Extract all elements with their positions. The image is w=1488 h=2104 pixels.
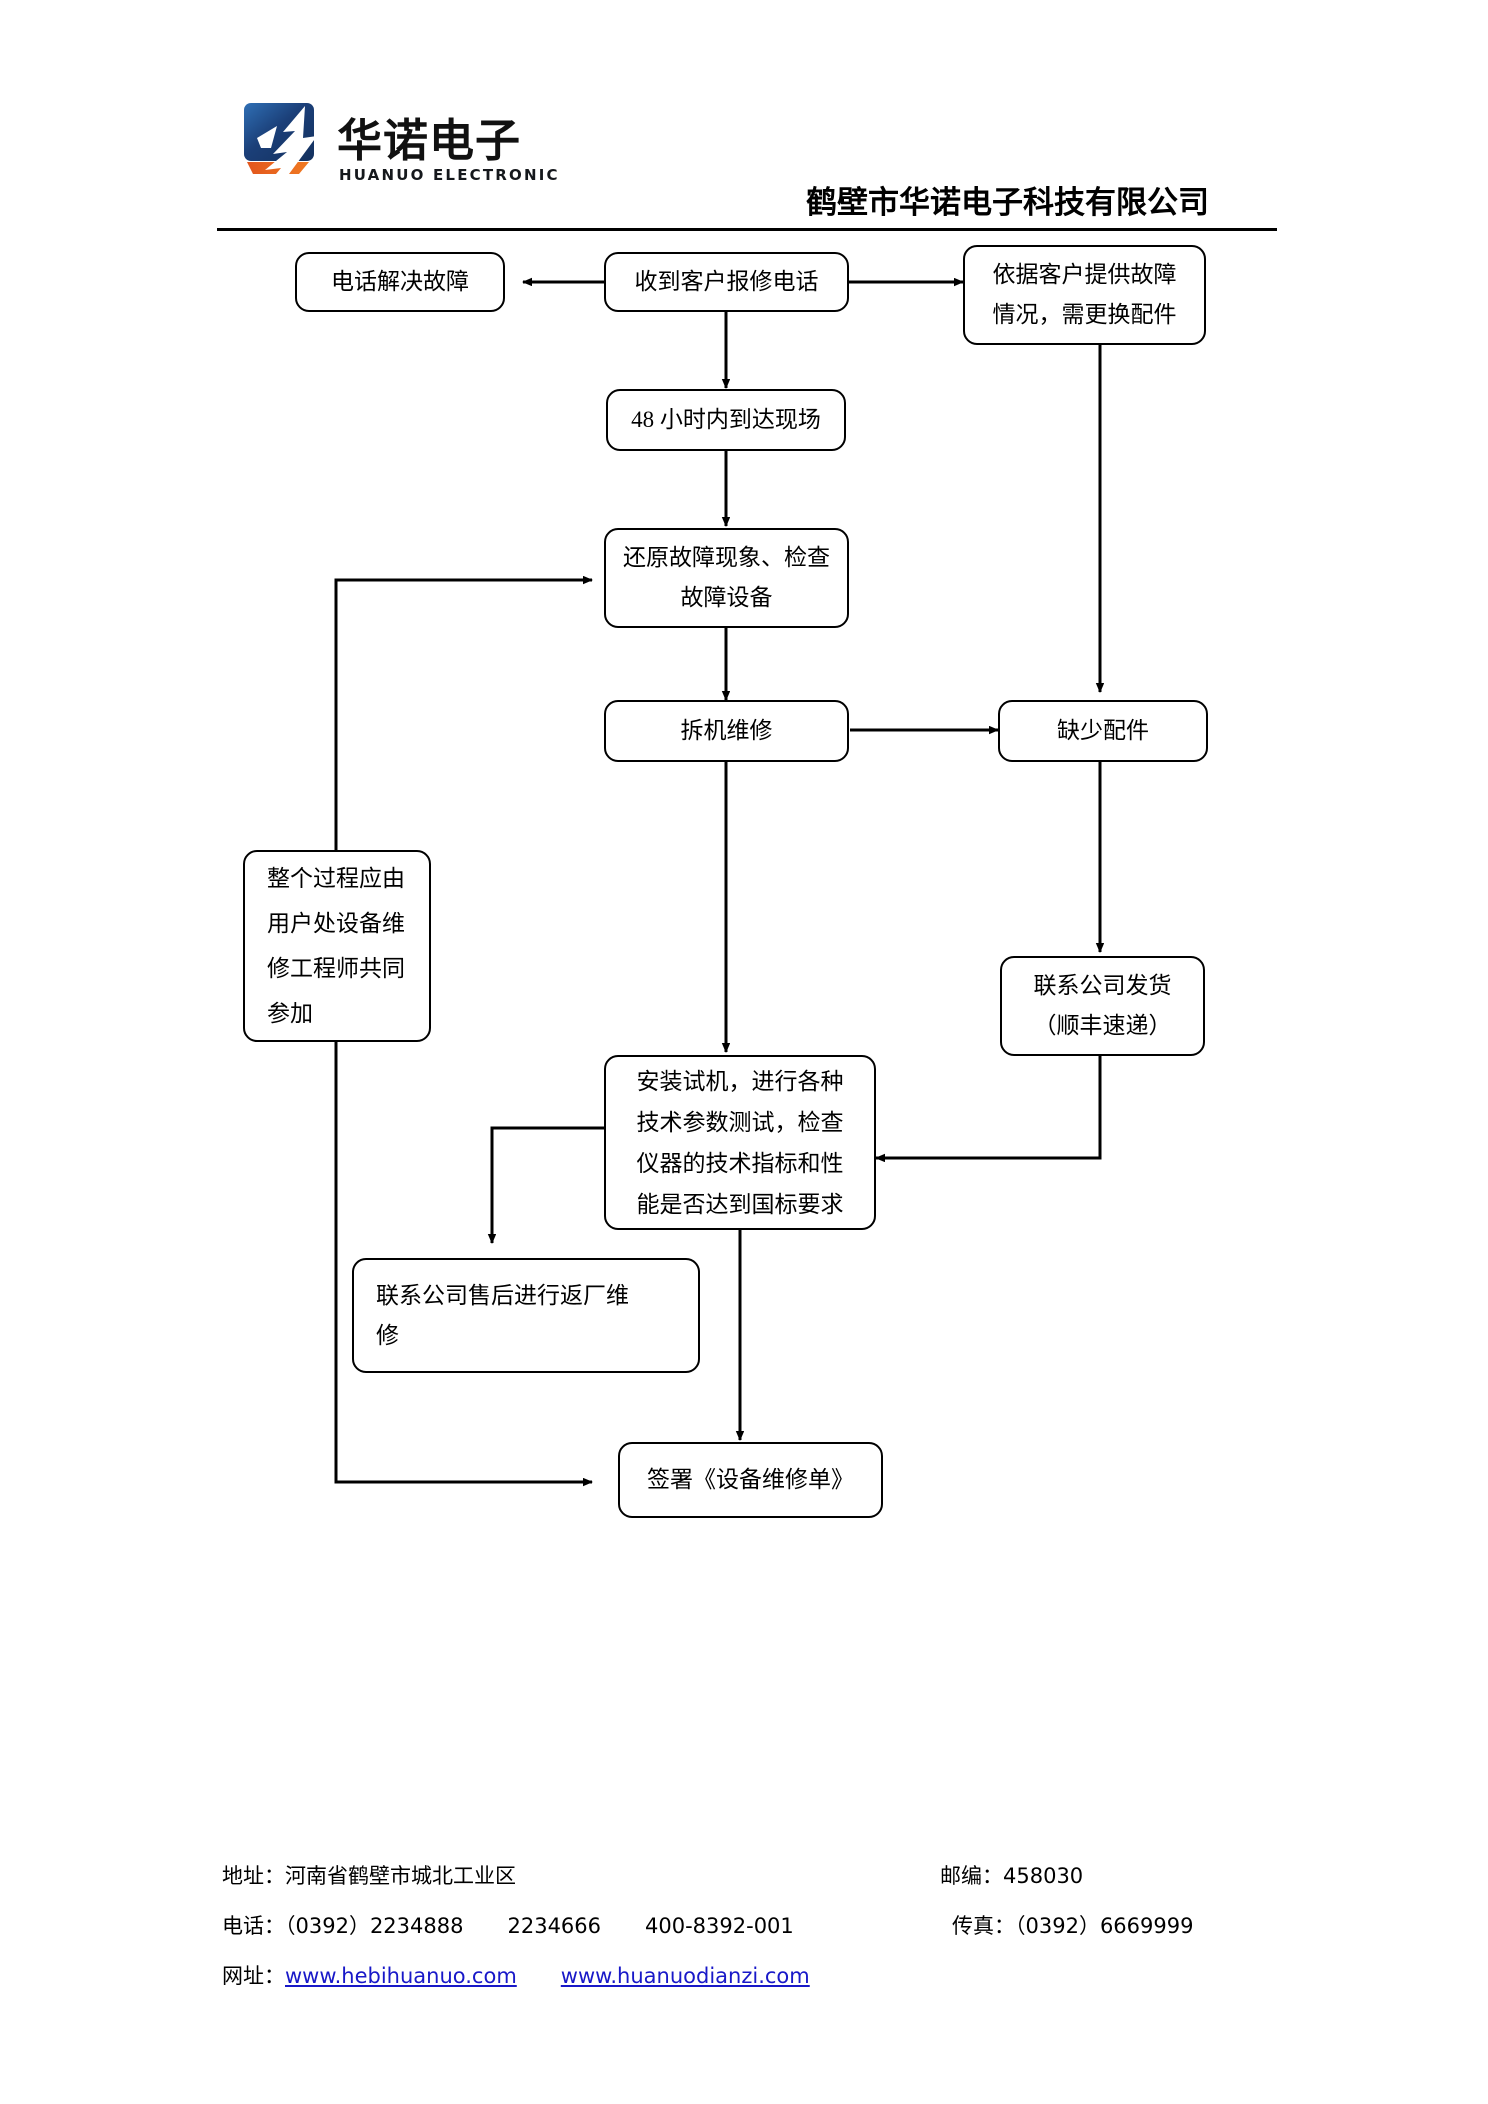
footer-row-website: 网址：www.hebihuanuo.com www.huanuodianzi.co… (0, 1960, 1488, 2010)
node-factory-repair: 联系公司售后进行返厂维 修 (352, 1258, 700, 1373)
node-label: 依据客户提供故障 情况，需更换配件 (992, 262, 1177, 327)
node-arrive-48h: 48 小时内到达现场 (606, 389, 846, 451)
footer-row-address: 地址：河南省鹤壁市城北工业区 邮编：458030 (0, 1860, 1488, 1910)
node-label: 整个过程应由 用户处设备维 修工程师共同 参加 (267, 866, 405, 1026)
website-link-1[interactable]: www.hebihuanuo.com (285, 1964, 517, 1988)
logo-english-name: HUANUO ELECTRONIC (339, 166, 560, 184)
node-label: 联系公司发货 （顺丰速递） (1033, 973, 1172, 1038)
website-label: 网址： (222, 1964, 285, 1988)
node-label: 收到客户报修电话 (634, 269, 819, 294)
node-label: 缺少配件 (1057, 718, 1149, 743)
node-label: 联系公司售后进行返厂维 修 (376, 1282, 629, 1348)
node-company-shipping: 联系公司发货 （顺丰速递） (1000, 956, 1205, 1056)
node-restore-fault: 还原故障现象、检查 故障设备 (604, 528, 849, 628)
node-label: 签署《设备维修单》 (647, 1467, 854, 1492)
node-phone-resolve: 电话解决故障 (295, 252, 505, 312)
node-need-parts: 依据客户提供故障 情况，需更换配件 (963, 245, 1206, 345)
phone-number-3: 400-8392-001 (645, 1914, 794, 1938)
node-install-test: 安装试机，进行各种 技术参数测试，检查 仪器的技术指标和性 能是否达到国标要求 (604, 1055, 876, 1230)
phone-line: 电话：（0392）2234888 2234666 400-8392-001 (222, 1910, 794, 1940)
node-label: 电话解决故障 (331, 269, 469, 294)
website-line: 网址：www.hebihuanuo.com www.huanuodianzi.co… (222, 1960, 810, 1990)
node-missing-parts: 缺少配件 (998, 700, 1208, 762)
service-flowchart: 电话解决故障 收到客户报修电话 依据客户提供故障 情况，需更换配件 48 小时内… (243, 245, 1208, 1518)
node-label: 48 小时内到达现场 (631, 407, 821, 432)
fax-line: 传真：（0392）6669999 (952, 1910, 1193, 1940)
address-label: 地址： (222, 1864, 285, 1888)
node-disassemble-repair: 拆机维修 (604, 700, 849, 762)
fax-value: （0392）6669999 (1015, 1914, 1194, 1938)
page-footer: 地址：河南省鹤壁市城北工业区 邮编：458030 电话：（0392）223488… (0, 1860, 1488, 2010)
header-divider (217, 228, 1277, 231)
page-title: 鹤壁市华诺电子科技有限公司 (806, 185, 1209, 221)
address-line: 地址：河南省鹤壁市城北工业区 (222, 1860, 516, 1890)
fax-label: 传真： (952, 1914, 1015, 1938)
address-value: 河南省鹤壁市城北工业区 (285, 1864, 516, 1888)
postcode-label: 邮编： (940, 1864, 1003, 1888)
phone-label: 电话： (222, 1914, 285, 1938)
website-link-2[interactable]: www.huanuodianzi.com (560, 1964, 810, 1988)
node-label: 还原故障现象、检查 故障设备 (623, 545, 830, 610)
huanuo-logo-icon (244, 103, 317, 174)
node-label: 拆机维修 (680, 718, 773, 743)
node-receive-call: 收到客户报修电话 (604, 252, 849, 312)
node-sign-repair-order: 签署《设备维修单》 (618, 1442, 883, 1518)
postcode-line: 邮编：458030 (940, 1860, 1083, 1890)
node-engineer-participation: 整个过程应由 用户处设备维 修工程师共同 参加 (243, 850, 431, 1042)
phone-number-1: （0392）2234888 (285, 1914, 464, 1938)
logo-chinese-name: 华诺电子 (337, 114, 522, 167)
node-label: 安装试机，进行各种 技术参数测试，检查 仪器的技术指标和性 能是否达到国标要求 (636, 1068, 844, 1217)
flowchart-connectors (334, 277, 1105, 1487)
postcode-value: 458030 (1003, 1864, 1084, 1888)
company-logo: 华诺电子 HUANUO ELECTRONIC (243, 102, 573, 184)
phone-number-2: 2234666 (507, 1914, 602, 1938)
footer-row-phone: 电话：（0392）2234888 2234666 400-8392-001 传真：（… (0, 1910, 1488, 1960)
